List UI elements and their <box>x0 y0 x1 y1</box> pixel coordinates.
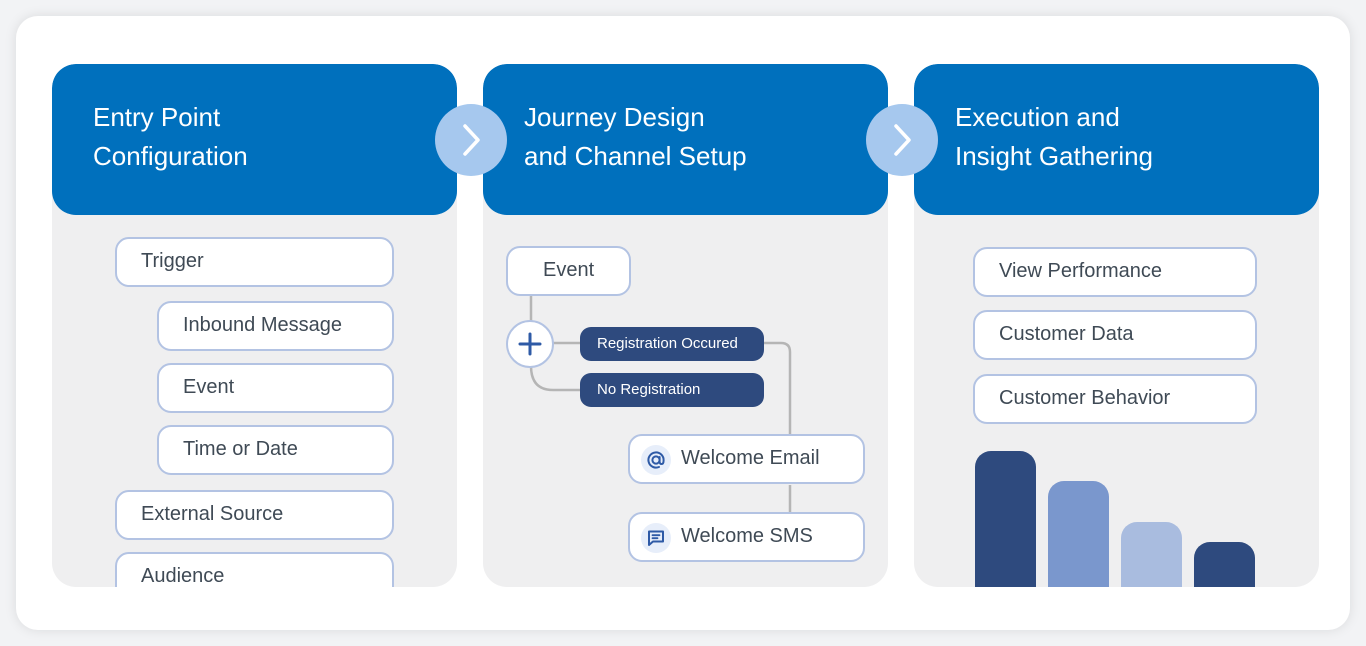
plus-icon <box>518 332 542 356</box>
add-branch-button[interactable] <box>506 320 554 368</box>
registration-occured-chip: Registration Occured <box>580 327 764 361</box>
execution-insight-title-line1: Execution and <box>955 102 1120 132</box>
welcome-sms-label: Welcome SMS <box>681 525 813 547</box>
chat-message-icon <box>641 523 671 553</box>
performance-bar <box>1121 522 1182 587</box>
step-1-to-2-arrow <box>435 104 507 176</box>
trigger-pill: Trigger <box>115 237 394 287</box>
time-or-date-pill: Time or Date <box>157 425 394 475</box>
customer-data-pill: Customer Data <box>973 310 1257 360</box>
view-performance-pill: View Performance <box>973 247 1257 297</box>
chevron-right-icon <box>894 124 911 156</box>
execution-insight-title-line2: Insight Gathering <box>955 141 1154 171</box>
audience-pill: Audience <box>115 552 394 587</box>
external-source-pill: External Source <box>115 490 394 540</box>
entry-point-card: Entry Point Configuration Trigger Inboun… <box>52 64 457 587</box>
performance-bar <box>1048 481 1109 587</box>
journey-connectors <box>529 296 792 514</box>
entry-point-header: Entry Point Configuration <box>52 64 457 215</box>
inbound-message-pill: Inbound Message <box>157 301 394 351</box>
yes-to-email-line <box>761 341 792 436</box>
performance-bar <box>1194 542 1255 587</box>
journey-design-header: Journey Design and Channel Setup <box>483 64 888 215</box>
execution-insight-card: Execution and Insight Gathering View Per… <box>914 64 1319 587</box>
journey-design-card: Journey Design and Channel Setup Event R… <box>483 64 888 587</box>
event-pill: Event <box>157 363 394 413</box>
journey-design-title: Journey Design and Channel Setup <box>524 98 747 176</box>
split-to-no-line <box>529 365 583 392</box>
chevron-right-icon <box>463 124 480 156</box>
execution-insight-header: Execution and Insight Gathering <box>914 64 1319 215</box>
entry-point-title: Entry Point Configuration <box>93 98 248 176</box>
customer-behavior-pill: Customer Behavior <box>973 374 1257 424</box>
entry-point-title-line1: Entry Point <box>93 102 221 132</box>
step-2-to-3-arrow <box>866 104 938 176</box>
entry-point-title-line2: Configuration <box>93 141 248 171</box>
at-sign-icon <box>641 445 671 475</box>
no-registration-chip: No Registration <box>580 373 764 407</box>
journey-event-node: Event <box>506 246 631 296</box>
welcome-email-label: Welcome Email <box>681 447 820 469</box>
execution-insight-title: Execution and Insight Gathering <box>955 98 1153 176</box>
journey-design-title-line1: Journey Design <box>524 102 705 132</box>
performance-bar <box>975 451 1036 587</box>
journey-design-title-line2: and Channel Setup <box>524 141 747 171</box>
